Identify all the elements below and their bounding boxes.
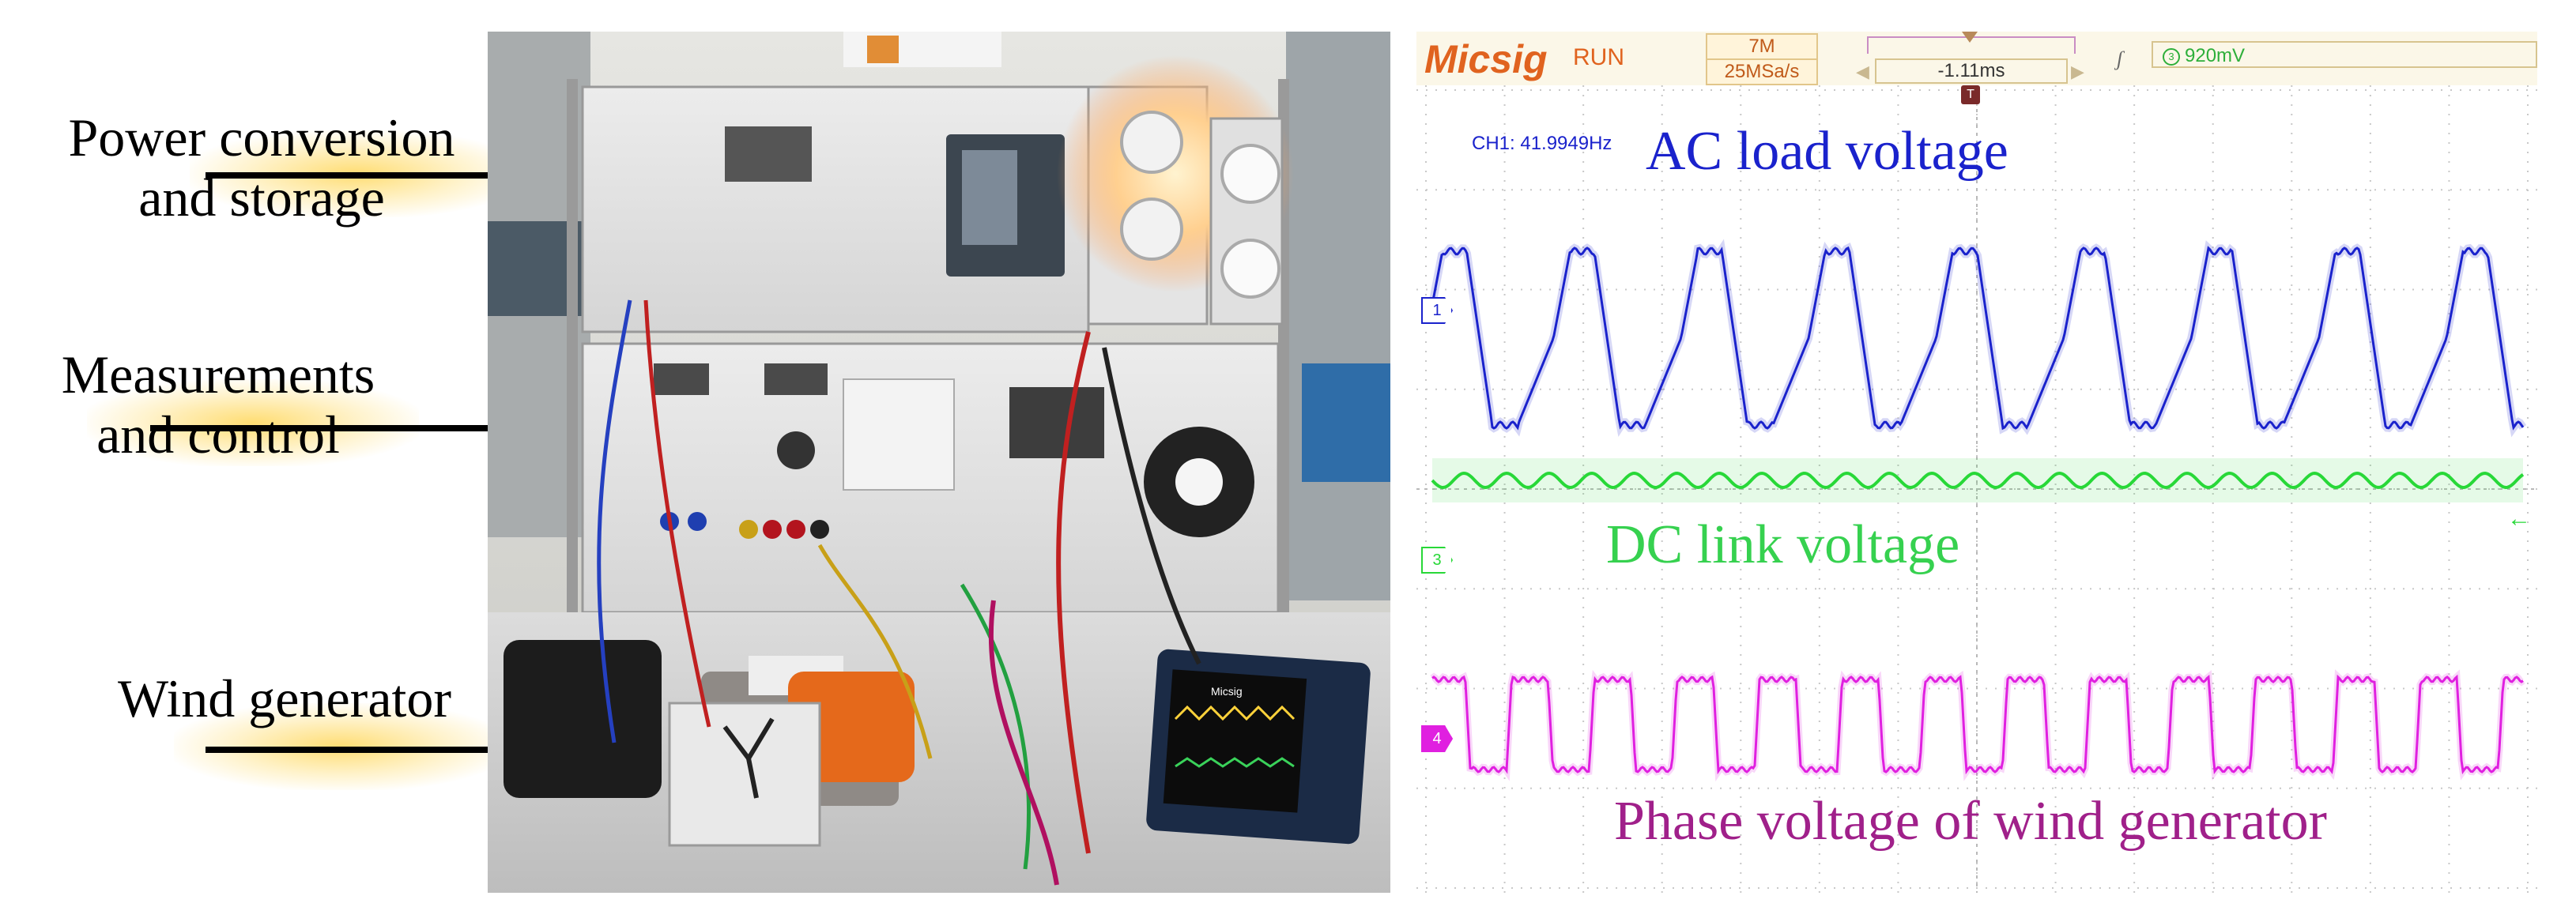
power-conversion-label: Power conversion and storage xyxy=(68,107,455,228)
scope-top-bar: Micsig RUN 7M 25MSa/s -1.11ms ◀ ▶ ʃ 3 920… xyxy=(1416,32,2537,87)
trigger-edge-icon: ʃ xyxy=(2117,47,2123,70)
label-highlight xyxy=(87,379,419,466)
ac-load-voltage-trace xyxy=(1431,246,2525,431)
dc-link-voltage-trace xyxy=(1431,471,2525,490)
phase-voltage-label: Phase voltage of wind generator xyxy=(1614,791,2327,852)
chevron-right-icon[interactable]: ▶ xyxy=(2071,62,2084,81)
phase-voltage-trace xyxy=(1431,674,2524,775)
mini-scope-brand: Micsig xyxy=(1211,685,1243,698)
dc-link-noise-band xyxy=(1432,458,2523,502)
ac-load-voltage-label: AC load voltage xyxy=(1646,121,2008,182)
lab-setup-photo: Micsig xyxy=(488,32,1390,893)
waveform-grid xyxy=(1416,85,2537,893)
dc-link-voltage-label: DC link voltage xyxy=(1606,514,1960,575)
trigger-source-icon: 3 xyxy=(2163,47,2180,66)
measurements-label: Measurements and control xyxy=(61,344,375,465)
trigger-level: 920mV xyxy=(2185,45,2246,66)
memory-depth: 7M xyxy=(1706,33,1818,60)
ch4-marker[interactable]: 4 xyxy=(1421,725,1453,752)
trigger-position-icon xyxy=(1962,32,1978,43)
trigger-marker-icon: T xyxy=(1961,85,1980,104)
frequency-readout: CH1: 41.9949Hz xyxy=(1472,133,1612,154)
scope-brand-logo: Micsig xyxy=(1424,37,1548,81)
chevron-left-icon[interactable]: ◀ xyxy=(1856,62,1869,81)
lab-setup-illustration: Micsig xyxy=(488,32,1390,893)
wind-generator-label: Wind generator xyxy=(117,668,452,728)
trigger-level-arrow-icon: ← xyxy=(2507,506,2531,532)
sample-rate: 25MSa/s xyxy=(1706,58,1818,85)
run-status: RUN xyxy=(1573,44,1624,70)
oscilloscope-screen: Micsig RUN 7M 25MSa/s -1.11ms ◀ ▶ ʃ 3 920… xyxy=(1416,32,2537,893)
trigger-level-box: 3 920mV xyxy=(2152,41,2537,68)
time-offset: -1.11ms xyxy=(1875,58,2068,84)
